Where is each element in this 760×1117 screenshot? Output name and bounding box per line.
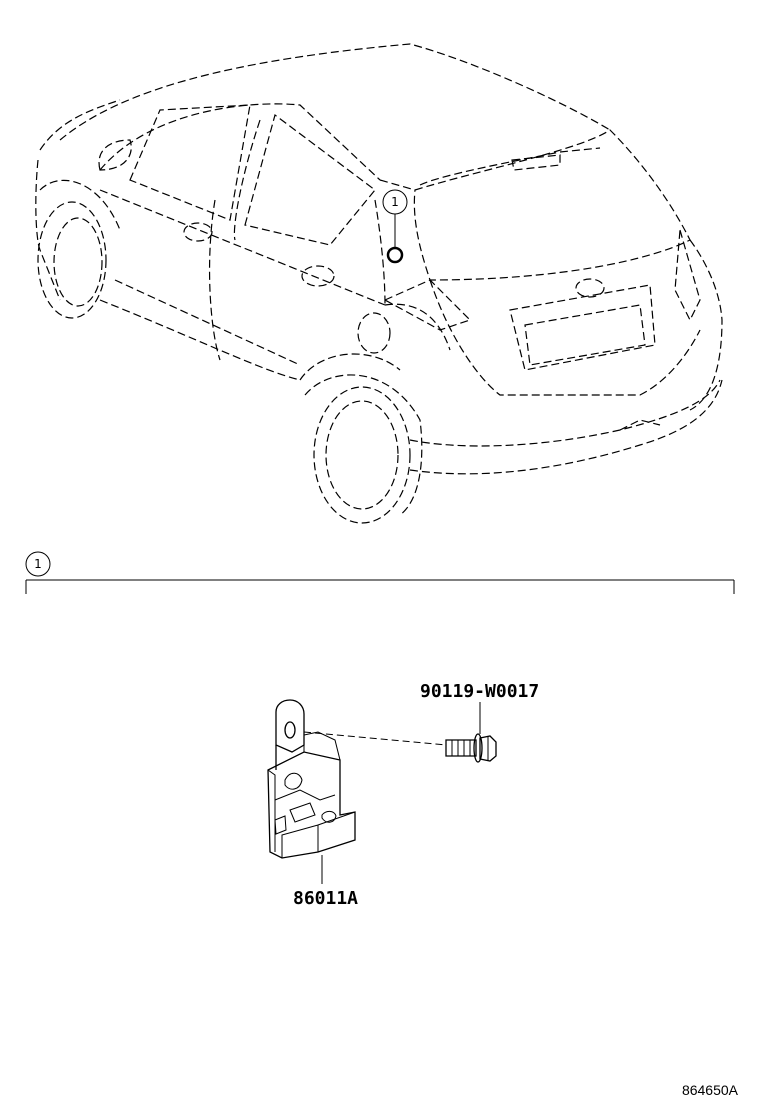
module-part-number: 86011A — [293, 888, 358, 909]
module-part-illustration — [267, 699, 356, 859]
bolt-part-illustration — [445, 733, 497, 763]
car-callout-number: 1 — [391, 195, 399, 209]
vehicle-illustration — [35, 43, 723, 524]
car-callout: 1 — [382, 189, 408, 264]
bolt-part-number: 90119-W0017 — [420, 681, 539, 702]
section-callout-number: 1 — [34, 557, 42, 571]
section-divider: 1 — [25, 551, 735, 594]
illustration-code: 864650A — [681, 1082, 738, 1098]
module-location-marker — [386, 246, 404, 264]
alignment-line — [303, 731, 447, 746]
